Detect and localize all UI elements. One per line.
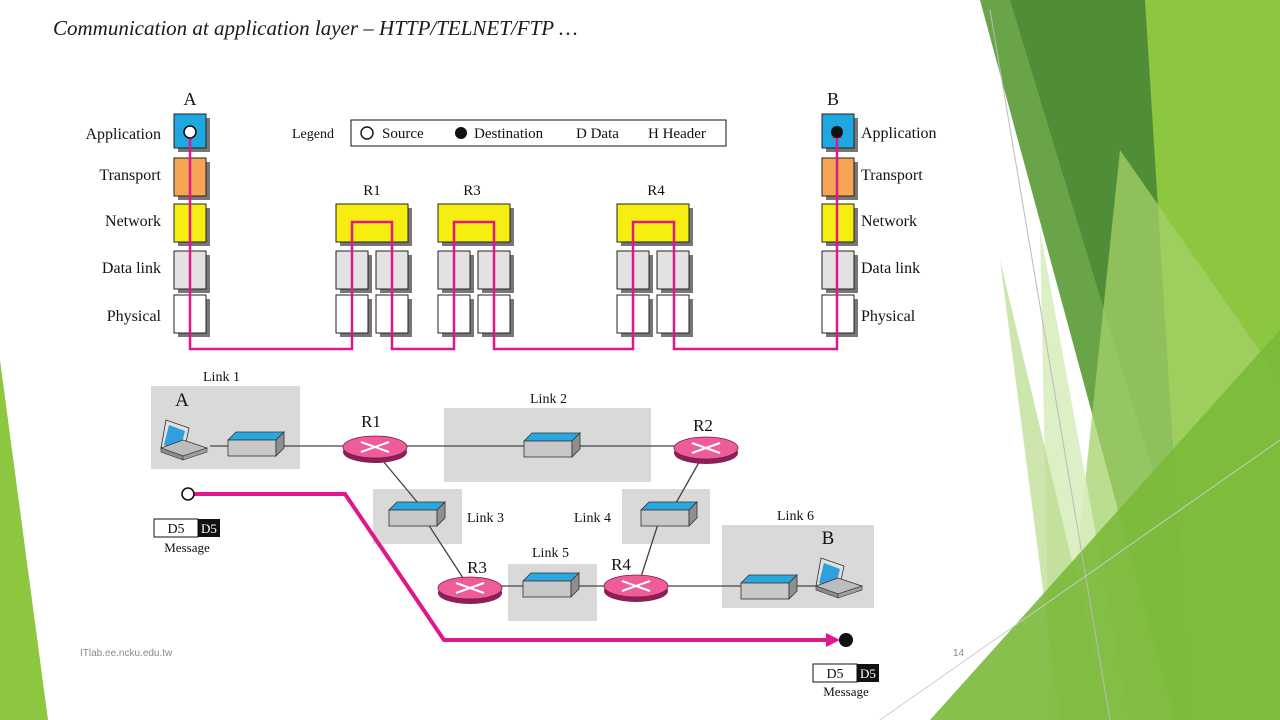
router-r3-stack (437, 203, 514, 337)
source-message: D5 D5 Message (153, 518, 220, 555)
layer-label: Network (861, 213, 917, 230)
message-path-line (193, 492, 828, 642)
network-host-a-label: A (175, 390, 189, 411)
layer-label: Data link (861, 260, 920, 277)
message-destination-marker (839, 633, 853, 647)
layer-label: Transport (861, 167, 923, 184)
legend-destination-icon (455, 127, 467, 139)
router-icon (603, 574, 669, 603)
layer-label: Transport (99, 167, 161, 184)
switch-icon (523, 432, 581, 458)
legend-destination-label: Destination (474, 126, 544, 142)
legend-box (350, 119, 727, 147)
router-label: R3 (463, 183, 481, 199)
host-b-stack (821, 113, 858, 337)
router-r4-stack (616, 203, 693, 337)
layer-label: Application (861, 125, 937, 142)
link-label: Link 3 (467, 511, 504, 526)
message-header-label: D5 (201, 521, 217, 536)
slide-title: Communication at application layer – HTT… (53, 16, 578, 40)
layer-stack-diagram: A B R1 R3 R4 Application Transport Netwo… (85, 89, 937, 351)
legend-data-label: D Data (576, 126, 619, 142)
router-label: R4 (647, 183, 665, 199)
host-b-label: B (827, 89, 839, 109)
switch-icon (740, 574, 798, 600)
router-label: R2 (693, 416, 713, 435)
layer-label: Physical (107, 308, 162, 325)
footer-url: ITlab.ee.ncku.edu.tw (80, 648, 173, 659)
switch-icon (227, 431, 285, 457)
router-icon (437, 576, 503, 605)
destination-message: D5 D5 Message (812, 663, 879, 699)
router-icon (342, 435, 408, 464)
switch-icon (640, 501, 698, 527)
router-r1-stack (335, 203, 412, 337)
router-label: R4 (611, 555, 631, 574)
layer-label: Physical (861, 308, 916, 325)
message-data-label: D5 (167, 522, 184, 537)
switch-icon (388, 501, 446, 527)
legend: Legend Source Destination D Data H Heade… (292, 119, 727, 147)
link-label: Link 4 (574, 511, 611, 526)
host-a-label: A (184, 89, 197, 109)
router-icon (673, 436, 739, 465)
link-label: Link 2 (530, 392, 567, 407)
message-source-marker (181, 487, 195, 501)
layer-label: Application (85, 126, 161, 143)
host-a-stack (173, 113, 210, 337)
link-label: Link 1 (203, 370, 240, 385)
link-label: Link 6 (777, 509, 814, 524)
legend-title: Legend (292, 127, 334, 142)
message-data-label: D5 (826, 667, 843, 682)
destination-marker (831, 126, 843, 138)
page-number: 14 (953, 648, 965, 659)
layer-label: Data link (102, 260, 161, 277)
layer-label: Network (105, 213, 161, 230)
network-wires (210, 445, 816, 587)
layer-path-line (188, 133, 839, 351)
legend-source-label: Source (382, 126, 424, 142)
source-marker (183, 125, 197, 139)
message-caption: Message (823, 684, 869, 699)
network-host-b-label: B (822, 528, 835, 549)
message-path-arrowhead (826, 633, 840, 647)
network-topology: A B R1 R2 R3 R4 Link 1 Link 2 Link 3 Lin… (151, 370, 879, 699)
switch-icon (522, 572, 580, 598)
router-label: R3 (467, 558, 487, 577)
legend-source-icon (360, 126, 374, 140)
legend-header-label: H Header (648, 126, 706, 142)
link-label: Link 5 (532, 546, 569, 561)
router-label: R1 (361, 412, 381, 431)
router-label: R1 (363, 183, 381, 199)
message-caption: Message (164, 540, 210, 555)
message-header-label: D5 (860, 666, 876, 681)
